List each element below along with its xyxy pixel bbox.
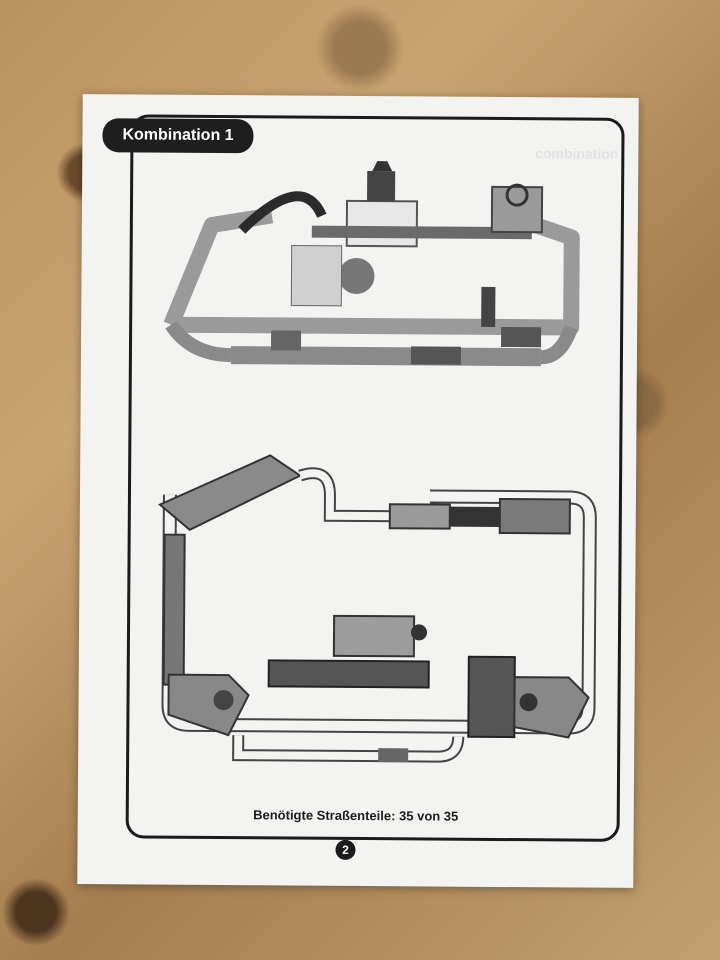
page-number-badge: 2 <box>335 839 356 860</box>
track-layout-diagram <box>158 454 597 763</box>
page-title: Kombination 1 <box>102 118 254 154</box>
instruction-sheet: Kombination 1 combination <box>77 94 639 888</box>
assembled-track-photo <box>163 161 580 367</box>
